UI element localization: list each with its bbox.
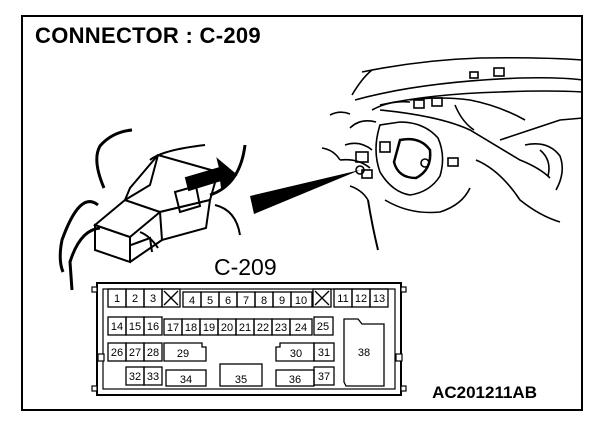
- pin-33: 33: [147, 371, 159, 383]
- pin-27: 27: [129, 347, 141, 359]
- pin-16: 16: [147, 321, 159, 333]
- pin-18: 18: [185, 322, 197, 334]
- pin-28: 28: [147, 347, 159, 359]
- connector-housing-illustration: [58, 128, 247, 291]
- pin-25: 25: [317, 321, 329, 333]
- pin-35: 35: [235, 374, 247, 386]
- pin-9: 9: [279, 295, 285, 307]
- pin-5: 5: [207, 295, 213, 307]
- pin-23: 23: [275, 322, 287, 334]
- pin-19: 19: [203, 322, 215, 334]
- pin-14: 14: [111, 321, 123, 333]
- pin-38: 38: [358, 347, 370, 359]
- pin-15: 15: [129, 321, 141, 333]
- pin-2: 2: [132, 293, 138, 305]
- pin-37: 37: [318, 371, 330, 383]
- pin-6: 6: [225, 295, 231, 307]
- pin-11: 11: [337, 293, 348, 305]
- pin-7: 7: [243, 295, 249, 307]
- pin-12: 12: [355, 293, 367, 305]
- pin-30: 30: [290, 348, 302, 360]
- dashboard-illustration: [321, 56, 584, 251]
- pin-24: 24: [295, 322, 307, 334]
- pin-8: 8: [261, 295, 267, 307]
- reference-code: AC201211AB: [432, 383, 537, 402]
- pin-3: 3: [150, 293, 156, 305]
- diagram-title: CONNECTOR : C-209: [35, 23, 261, 48]
- pin-31: 31: [318, 347, 330, 359]
- pin-13: 13: [373, 293, 385, 305]
- pin-29: 29: [177, 348, 189, 360]
- pin-17: 17: [167, 322, 179, 334]
- connector-pins: 1 2 3 4 5 6 7 8 9 10 11 12 13 14 15 16 1…: [107, 288, 389, 387]
- connector-face: [91, 282, 407, 396]
- pin-22: 22: [257, 322, 269, 334]
- pin-4: 4: [189, 295, 195, 307]
- connector-label: C-209: [214, 254, 277, 280]
- pin-20: 20: [221, 322, 233, 334]
- pin-26: 26: [111, 347, 123, 359]
- pin-32: 32: [129, 371, 141, 383]
- pin-21: 21: [239, 322, 251, 334]
- pin-1: 1: [114, 293, 120, 305]
- pin-34: 34: [180, 374, 192, 386]
- location-pointer: [250, 170, 360, 214]
- pin-10: 10: [295, 295, 307, 307]
- pin-36: 36: [289, 374, 301, 386]
